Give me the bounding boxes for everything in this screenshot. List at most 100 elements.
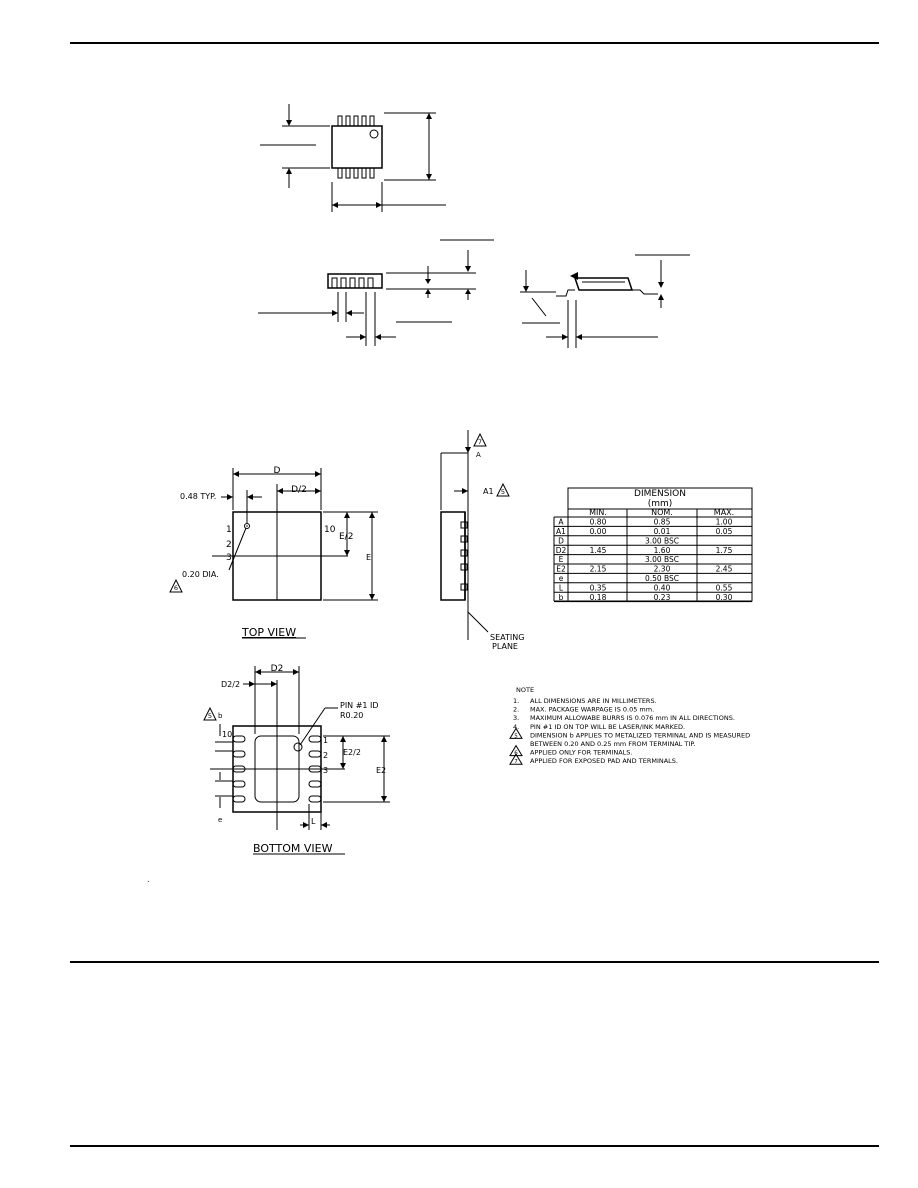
top-view-title: TOP VIEW [241, 626, 296, 639]
note-number: 2. [513, 706, 519, 714]
dim-e-half-label: E/2 [339, 532, 353, 542]
msop-side-view [258, 239, 494, 346]
pin1-marker-icon [244, 523, 250, 529]
note-flag-number: 7 [514, 759, 518, 765]
dim-a-label: A [476, 451, 481, 459]
table-symbol: e [559, 574, 564, 583]
header-min: MIN. [589, 508, 607, 517]
flag-5-a1-icon [496, 482, 510, 497]
note-text: DIMENSION b APPLIES TO METALIZED TERMINA… [530, 731, 750, 739]
note-flag-number: 5 [514, 733, 518, 739]
table-symbol: L [559, 583, 564, 592]
dim-e2-half-label: E2/2 [343, 748, 361, 757]
stray-mark: . [147, 875, 150, 884]
bottom-pin-2-label: 2 [323, 751, 328, 760]
dim-b-label: b [218, 712, 223, 720]
svg-text:5: 5 [208, 712, 212, 720]
table-min-value: 0.18 [590, 593, 607, 602]
table-span-value: 0.50 BSC [645, 574, 679, 583]
table-symbol: E2 [556, 565, 566, 574]
note-text: PIN #1 ID ON TOP WILL BE LASER/INK MARKE… [530, 723, 685, 731]
table-max-value: 1.75 [716, 546, 733, 555]
table-nom-value: 0.40 [654, 583, 671, 592]
pin-id-radius-label: R0.20 [340, 711, 363, 720]
table-nom-value: 0.23 [654, 593, 671, 602]
pin-2-label: 2 [226, 540, 232, 550]
header-max: MAX. [714, 508, 734, 517]
dfn-top-view: D D/2 0.48 TYP. 1 2 3 10 E/2 E 0.20 DIA. [169, 466, 378, 639]
note-text: APPLIED FOR EXPOSED PAD AND TERMINALS. [530, 757, 678, 765]
table-symbol: A1 [556, 527, 566, 536]
table-span-value: 3.00 BSC [645, 555, 679, 564]
note-number: 1. [513, 697, 519, 705]
pin-3-label: 3 [226, 553, 232, 563]
flag-5-b-icon [203, 706, 217, 721]
dim-d2-half-label: D2/2 [221, 680, 240, 689]
table-max-value: 0.30 [716, 593, 733, 602]
dfn-bottom-view: D2 D2/2 1 2 3 10 PIN #1 ID R0.20 E2/2 E2… [203, 664, 390, 855]
table-max-value: 0.55 [716, 583, 733, 592]
bottom-pin-10-label: 10 [222, 730, 232, 739]
pin1-id-icon [293, 742, 303, 752]
note-text: ALL DIMENSIONS ARE IN MILLIMETERS. [530, 697, 657, 705]
table-max-value: 2.45 [716, 565, 733, 574]
note-flag-icon [509, 727, 523, 739]
header-nom: NOM. [651, 508, 673, 517]
dia-label: 0.20 DIA. [182, 570, 219, 579]
pin-id-label: PIN #1 ID [340, 701, 379, 710]
notes-heading: NOTE [516, 686, 534, 694]
dim-e2-label: E2 [376, 766, 386, 775]
note-flag-icon [509, 753, 523, 765]
table-nom-value: 2.30 [654, 565, 671, 574]
flag-6-icon [169, 578, 183, 593]
bottom-rule [70, 1145, 879, 1147]
seating-label-2: PLANE [492, 642, 518, 651]
seating-label-1: SEATING [490, 633, 524, 642]
msop-top-view [260, 104, 446, 212]
table-symbol: b [559, 593, 564, 602]
dim-a1-label: A1 [483, 487, 494, 496]
table-span-value: 3.00 BSC [645, 536, 679, 545]
notes-block: NOTE 1. ALL DIMENSIONS ARE IN MILLIMETERS… [509, 686, 750, 765]
top-rule [70, 42, 879, 44]
table-nom-value: 0.01 [654, 527, 671, 536]
note-text: APPLIED ONLY FOR TERMINALS. [530, 749, 632, 757]
msop-end-view [520, 254, 690, 348]
dim-e-label: E [366, 553, 371, 562]
bottom-pin-1-label: 1 [323, 736, 328, 745]
table-min-value: 0.00 [590, 527, 607, 536]
table-min-value: 0.80 [590, 518, 607, 527]
dim-d2-label: D2 [271, 664, 284, 674]
table-max-value: 0.05 [716, 527, 733, 536]
note-text: MAXIMUM ALLOWABE BURRS IS 0.076 mm IN AL… [530, 714, 735, 722]
table-max-value: 1.00 [716, 518, 733, 527]
table-min-value: 0.35 [590, 583, 607, 592]
table-symbol: D [558, 536, 564, 545]
table-symbol: D2 [556, 546, 567, 555]
bottom-pin-3-label: 3 [323, 766, 328, 775]
dim-l-label: L [311, 817, 316, 826]
table-nom-value: 1.60 [654, 546, 671, 555]
pin1-dot-icon [369, 129, 379, 139]
dim-d-label: D [274, 466, 281, 476]
table-title: DIMENSION [634, 489, 686, 499]
middle-rule [70, 961, 879, 963]
flag-7-icon [473, 432, 487, 447]
note-text: BETWEEN 0.20 AND 0.25 mm FROM TERMINAL T… [530, 740, 695, 748]
table-symbol: E [559, 555, 564, 564]
pin-10-label: 10 [324, 525, 336, 535]
dim-e-pitch-label: e [218, 816, 222, 824]
table-nom-value: 0.85 [654, 518, 671, 527]
table-unit: (mm) [648, 499, 673, 509]
svg-text:6: 6 [174, 584, 178, 592]
table-symbol: A [558, 518, 564, 527]
svg-text:7: 7 [478, 438, 482, 446]
typ-label: 0.48 TYP. [180, 492, 216, 501]
table-min-value: 2.15 [590, 565, 607, 574]
note-number: 4. [513, 723, 519, 731]
table-min-value: 1.45 [590, 546, 607, 555]
svg-text:5: 5 [501, 488, 505, 496]
dim-d-half-label: D/2 [291, 485, 307, 495]
